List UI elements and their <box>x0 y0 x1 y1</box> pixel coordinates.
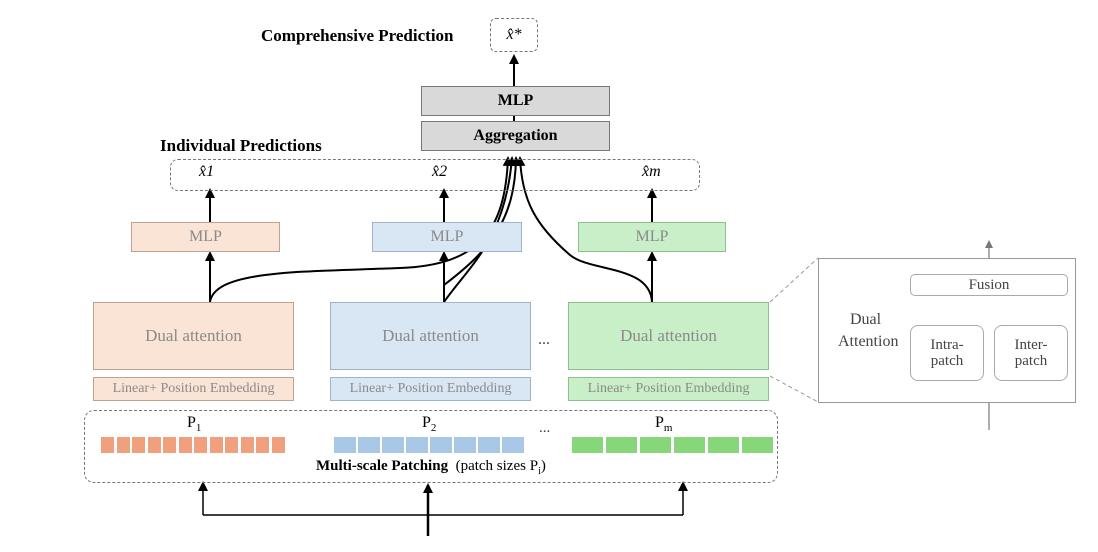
patch-square <box>101 437 114 453</box>
patch-square <box>225 437 238 453</box>
patch-row-orange <box>101 437 287 453</box>
patch-square <box>572 437 603 453</box>
patch-label-2: P2 <box>422 414 437 435</box>
x1-prediction: x̂1 <box>199 163 215 180</box>
inter-patch-box: Inter- patch <box>994 325 1068 381</box>
zoom-line-bottom <box>769 375 819 403</box>
xm-prediction: x̂m <box>642 163 661 180</box>
individual-predictions-container <box>170 159 700 191</box>
zoom-line-top <box>769 257 819 303</box>
comprehensive-prediction-label: Comprehensive Prediction <box>261 26 454 45</box>
patch-square <box>240 437 254 453</box>
embedding-box-3: Linear+ Position Embedding <box>568 377 769 401</box>
x-star-output: x̂* <box>490 18 538 52</box>
patch-square <box>478 437 500 453</box>
branch-ellipsis: ... <box>538 331 550 348</box>
patch-square <box>606 437 637 453</box>
patch-square <box>430 437 452 453</box>
patch-square <box>640 437 671 453</box>
mlp-box-2: MLP <box>372 222 522 252</box>
patch-row-blue <box>334 437 524 453</box>
patch-label-m: Pm <box>655 414 673 435</box>
dual-attention-box-2: Dual attention <box>330 302 531 370</box>
patch-square <box>178 437 192 453</box>
patch-square <box>163 437 176 453</box>
individual-predictions-label: Individual Predictions <box>160 136 322 155</box>
multi-scale-patching-label: Multi-scale Patching (patch sizes Pi) <box>316 458 546 477</box>
top-mlp-box: MLP <box>421 86 610 116</box>
patch-square <box>454 437 476 453</box>
patch-label-1: P1 <box>187 414 202 435</box>
multi-scale-patching-container <box>84 410 778 483</box>
patch-square <box>116 437 130 453</box>
inset-title-line1: Dual <box>850 311 882 328</box>
mlp-box-1: MLP <box>131 222 280 252</box>
patch-square <box>406 437 428 453</box>
intra-patch-box: Intra- patch <box>910 325 984 381</box>
patch-square <box>256 437 269 453</box>
patch-square <box>271 437 285 453</box>
embedding-box-2: Linear+ Position Embedding <box>330 377 531 401</box>
curve-dual1-agg <box>209 156 513 303</box>
patch-square <box>674 437 705 453</box>
patch-square <box>194 437 207 453</box>
patch-square <box>708 437 739 453</box>
inset-title-line2: Attention <box>838 333 899 350</box>
patch-square <box>382 437 404 453</box>
patch-ellipsis: ... <box>539 420 551 436</box>
patch-square <box>742 437 773 453</box>
patch-square <box>502 437 524 453</box>
patch-row-green <box>572 437 773 453</box>
patch-square <box>209 437 223 453</box>
x2-prediction: x̂2 <box>432 163 448 180</box>
dual-attention-box-1: Dual attention <box>93 302 294 370</box>
patch-square <box>132 437 145 453</box>
patch-square <box>147 437 161 453</box>
mlp-box-3: MLP <box>578 222 726 252</box>
patch-square <box>358 437 380 453</box>
dual-attention-box-3: Dual attention <box>568 302 769 370</box>
aggregation-box: Aggregation <box>421 121 610 151</box>
patch-square <box>334 437 356 453</box>
embedding-box-1: Linear+ Position Embedding <box>93 377 294 401</box>
fusion-box: Fusion <box>910 274 1068 296</box>
curve-dual3-agg <box>515 156 653 303</box>
